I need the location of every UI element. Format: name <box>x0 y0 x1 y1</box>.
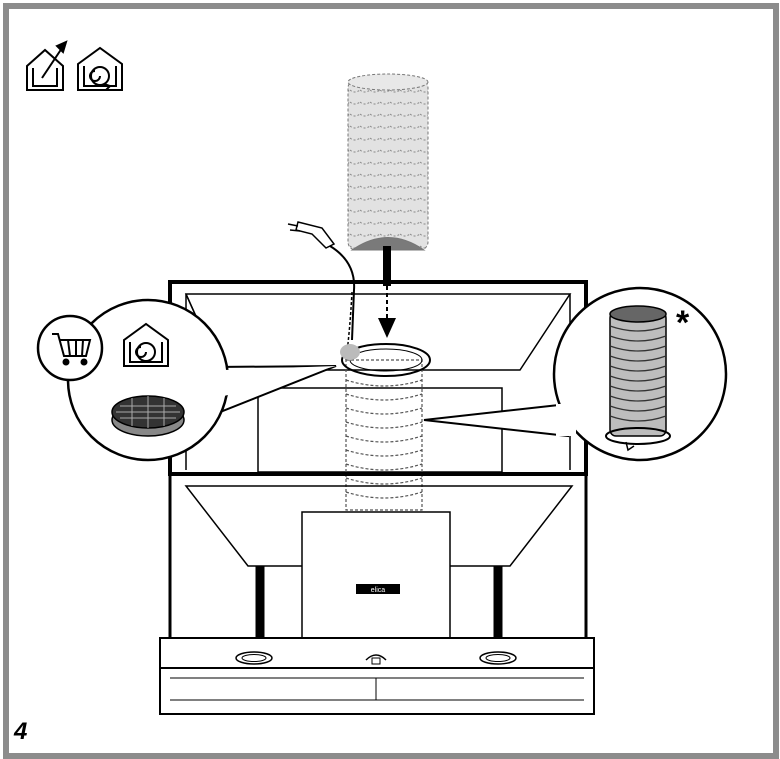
ducted-exhaust-house-icon <box>26 40 68 91</box>
note-asterisk: * <box>676 304 690 342</box>
shopping-cart-icon <box>36 314 104 382</box>
recirculation-house-icon <box>77 46 123 91</box>
figure-number: 4 <box>14 718 28 745</box>
power-plug-icon <box>287 221 356 361</box>
brand-plate-label: elica <box>371 587 386 594</box>
internal-duct-dashed <box>345 359 423 511</box>
brand-plate: elica <box>356 584 400 594</box>
flexible-duct-with-clamp-icon <box>605 305 671 452</box>
hood-control-panel <box>159 637 595 715</box>
charcoal-filter-icon <box>111 395 185 437</box>
duct-insert-arrow <box>378 246 396 338</box>
flexible-duct-top <box>347 73 429 251</box>
callout-left <box>66 298 337 462</box>
recirculation-house-icon-callout <box>123 322 169 367</box>
hood-lower-box <box>168 472 588 640</box>
duct-collar-ring <box>340 343 431 377</box>
